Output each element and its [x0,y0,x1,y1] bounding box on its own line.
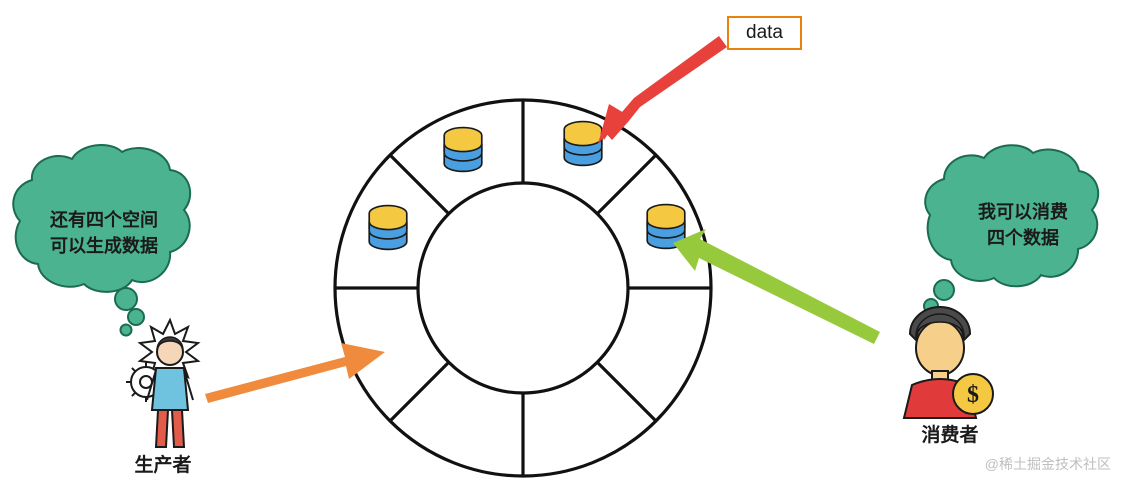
data-label-text: data [746,22,783,43]
ring-inner-circle [416,181,630,395]
consumer-bubble [923,144,1100,314]
consumer-bubble-text: 我可以消费 四个数据 [978,202,1068,249]
producer-figure [126,317,201,448]
svg-text:$: $ [967,382,979,408]
data-label-box: data [727,16,802,50]
producer-bubble-text: 还有四个空间 可以生成数据 [50,210,158,257]
db-icon-top-right [563,120,603,167]
consumer-caption: 消费者 [921,425,979,446]
db-icon-left [368,204,408,251]
watermark: @稀土掘金技术社区 [984,456,1111,472]
producer-bubble [12,144,192,337]
producer-caption: 生产者 [134,455,192,476]
consumer-figure: $ [902,306,994,419]
db-icon-top-left [443,126,483,173]
consumer-arrow [673,229,880,344]
ring-spokes [335,100,711,476]
ring-buffer [333,98,713,478]
producer-arrow [205,343,385,403]
data-arrow [598,36,727,144]
